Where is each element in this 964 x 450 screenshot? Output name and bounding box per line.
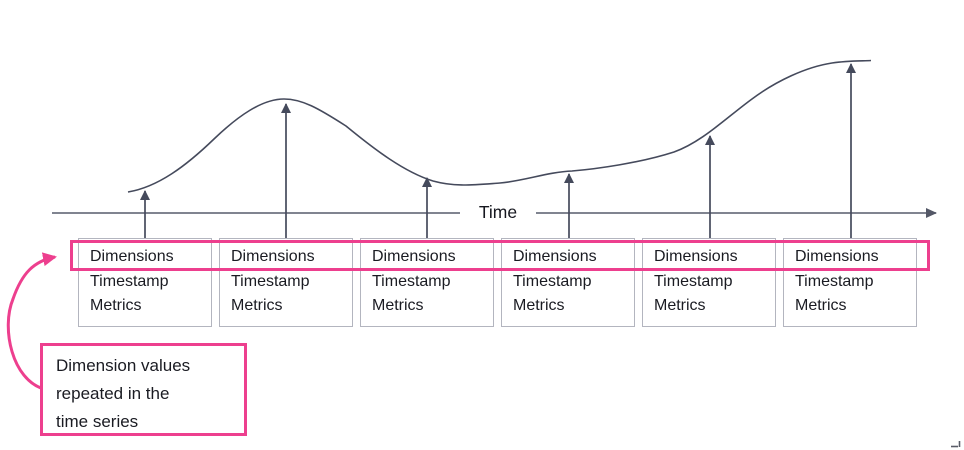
record-dimensions-label: Dimensions xyxy=(513,248,597,265)
record-timestamp-label: Timestamp xyxy=(654,272,733,290)
record-metrics-label: Metrics xyxy=(513,297,565,314)
record-dimensions-label: Dimensions xyxy=(654,248,738,265)
time-series-curve xyxy=(127,59,872,193)
record-dimensions-label: Dimensions xyxy=(372,248,456,265)
record-box: Dimensions Timestamp Metrics xyxy=(360,238,494,327)
record-metrics-label: Metrics xyxy=(795,297,847,314)
record-timestamp-label: Timestamp xyxy=(372,272,451,290)
record-metrics-label: Metrics xyxy=(231,297,283,314)
record-metrics-label: Metrics xyxy=(90,297,142,314)
corner-mark xyxy=(951,441,961,448)
record-box: Dimensions Timestamp Metrics xyxy=(501,238,635,327)
callout-line: Dimension values xyxy=(56,356,191,375)
callout-box: Dimension values repeated in the time se… xyxy=(40,343,247,436)
record-box: Dimensions Timestamp Metrics xyxy=(78,238,212,327)
record-dimensions-label: Dimensions xyxy=(231,248,315,265)
record-metrics-label: Metrics xyxy=(654,297,706,314)
record-box: Dimensions Timestamp Metrics xyxy=(783,238,917,327)
record-boxes: Dimensions Timestamp Metrics Dimensions … xyxy=(78,238,917,327)
record-box: Dimensions Timestamp Metrics xyxy=(642,238,776,327)
record-metrics-label: Metrics xyxy=(372,297,424,314)
callout-line: repeated in the xyxy=(56,384,170,403)
record-dimensions-label: Dimensions xyxy=(795,248,879,265)
record-box: Dimensions Timestamp Metrics xyxy=(219,238,353,327)
record-timestamp-label: Timestamp xyxy=(795,272,874,290)
time-axis-label: Time xyxy=(460,200,536,225)
dimensions-highlight xyxy=(70,240,930,271)
record-timestamp-label: Timestamp xyxy=(90,272,169,290)
record-timestamp-label: Timestamp xyxy=(231,272,310,290)
callout-line: time series xyxy=(56,412,139,431)
record-dimensions-label: Dimensions xyxy=(90,248,174,265)
record-timestamp-label: Timestamp xyxy=(513,272,592,290)
